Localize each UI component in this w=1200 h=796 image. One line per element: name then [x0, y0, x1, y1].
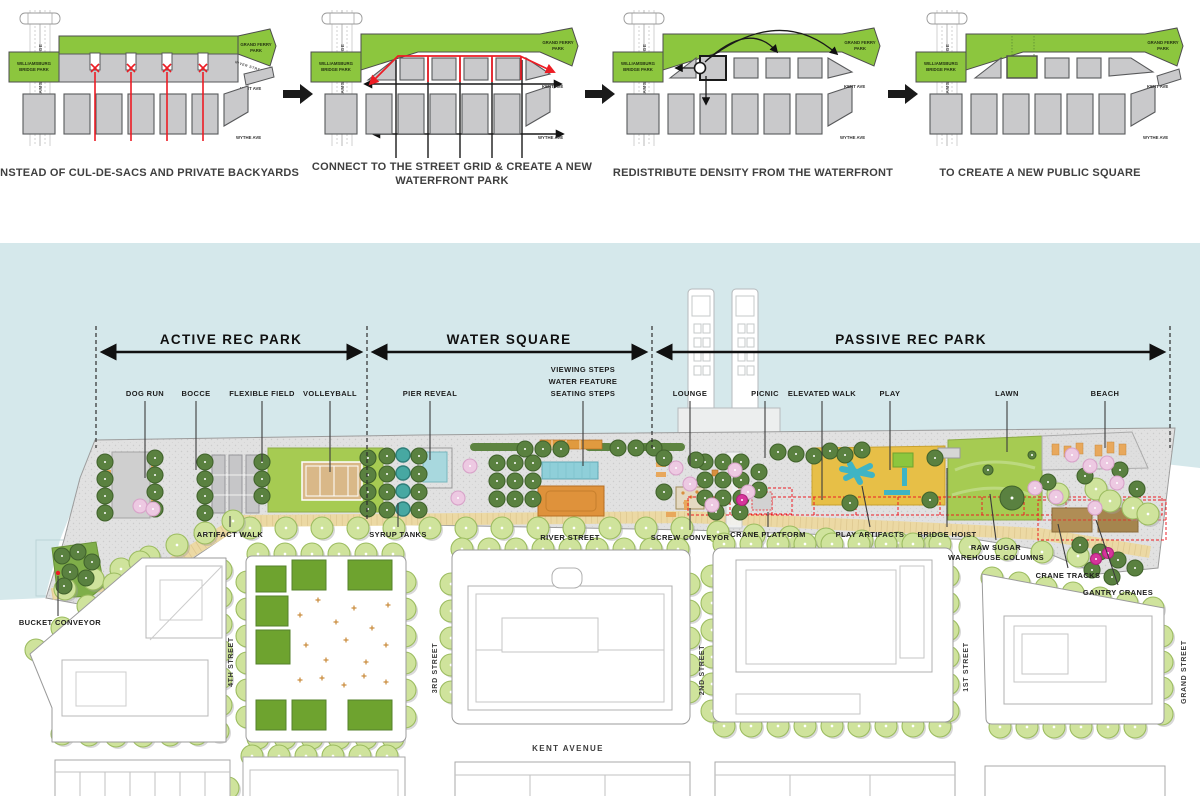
caption-1: INSTEAD OF CUL-DE-SACS AND PRIVATE BACKY… — [0, 167, 299, 179]
svg-text:WYTHE AVE: WYTHE AVE — [538, 135, 563, 140]
block-buildings — [61, 559, 1153, 717]
label-water-feature: WATER FEATURE — [549, 377, 618, 386]
label-1st-street: 1ST STREET — [963, 642, 970, 691]
label-elevated-walk: ELEVATED WALK — [788, 389, 856, 398]
square-planters — [255, 559, 393, 731]
process-diagram-1: WILLIAMSBURG BRIDGE WILLIAMSBURG BRIDGE … — [8, 9, 277, 147]
svg-text:WILLIAMSBURG: WILLIAMSBURG — [319, 61, 354, 66]
svg-text:BRIDGE PARK: BRIDGE PARK — [623, 67, 654, 72]
svg-text:GRAND FERRY: GRAND FERRY — [844, 40, 875, 45]
label-play: PLAY — [880, 389, 901, 398]
cul-de-sac-notches — [89, 52, 209, 71]
feature-leader-lines — [144, 401, 1106, 500]
label-3rd-street: 3RD STREET — [432, 643, 439, 694]
svg-text:WYTHE AVE: WYTHE AVE — [1143, 135, 1168, 140]
bucket-conveyor-marker — [55, 570, 61, 576]
section-active-rec-park: ACTIVE REC PARK — [160, 332, 302, 347]
svg-text:WYTHE AVE: WYTHE AVE — [840, 135, 865, 140]
density-arrows — [674, 29, 839, 106]
syrup-tanks — [395, 447, 411, 517]
label-kent-avenue: KENT AVENUE — [532, 744, 604, 753]
svg-text:BRIDGE PARK: BRIDGE PARK — [926, 67, 957, 72]
label-pier-reveal: PIER REVEAL — [403, 389, 457, 398]
seating-deck — [537, 485, 605, 517]
label-lawn: LAWN — [995, 389, 1019, 398]
callout-leader-lines — [57, 468, 1119, 616]
label-grand-street: GRAND STREET — [1181, 640, 1188, 704]
label-2nd-street: 2ND STREET — [699, 645, 706, 696]
svg-text:WILLIAMSBURG: WILLIAMSBURG — [924, 61, 959, 66]
svg-text:WILLIAMSBURG: WILLIAMSBURG — [621, 61, 656, 66]
label-flexible-field: FLEXIBLE FIELD — [229, 389, 295, 398]
svg-text:PARK: PARK — [854, 46, 867, 51]
label-beach: BEACH — [1091, 389, 1120, 398]
step-arrow-2 — [585, 84, 615, 104]
label-crane-tracks: CRANE TRACKS — [1036, 571, 1101, 580]
label-dog-run: DOG RUN — [126, 389, 164, 398]
bocce-courts — [211, 454, 260, 514]
section-boundaries — [95, 326, 1171, 520]
svg-text:GRAND FERRY: GRAND FERRY — [542, 40, 573, 45]
screw-conveyor-artifact — [675, 486, 705, 510]
svg-text:BRIDGE PARK: BRIDGE PARK — [321, 67, 352, 72]
label-volleyball: VOLLEYBALL — [303, 389, 357, 398]
step-arrow-1 — [283, 84, 313, 104]
caption-2-line2: WATERFRONT PARK — [395, 175, 508, 187]
process-diagram-2: WILLIAMSBURG BRIDGE WILLIAMSBURG BRIDGE … — [310, 9, 579, 158]
label-gantry-cranes: GANTRY CRANES — [1083, 588, 1153, 597]
grand-ferry-label: GRAND FERRY — [240, 42, 271, 47]
svg-text:KENT AVE: KENT AVE — [844, 84, 865, 89]
cafe-tables — [297, 597, 391, 688]
label-screw-conveyor: SCREW CONVEYOR — [651, 533, 730, 542]
kent-ave-label: KENT AVE — [240, 86, 261, 91]
bridge-park-label: WILLIAMSBURG — [17, 61, 52, 66]
site-plan: ACTIVE REC PARK WATER SQUARE PASSIVE REC… — [0, 243, 1200, 796]
label-lounge: LOUNGE — [673, 389, 707, 398]
svg-text:BRIDGE PARK: BRIDGE PARK — [19, 67, 50, 72]
wythe-ave-label: WYTHE AVE — [236, 135, 261, 140]
flowering-trees-layer — [132, 447, 1125, 517]
svg-text:WAREHOUSE COLUMNS: WAREHOUSE COLUMNS — [948, 553, 1044, 562]
label-syrup-tanks: SYRUP TANKS — [369, 530, 426, 539]
new-public-square-block — [1006, 55, 1038, 79]
new-park-route — [368, 55, 556, 86]
bottom-partial-blocks — [54, 756, 1166, 796]
label-picnic: PICNIC — [751, 389, 779, 398]
label-crane-platform: CRANE PLATFORM — [730, 530, 805, 539]
magenta-trees-layer — [735, 493, 1115, 566]
step-arrow-3 — [888, 84, 918, 104]
lawn-area — [947, 435, 1043, 521]
label-seating-steps: SEATING STEPS — [551, 389, 616, 398]
label-4th-street: 4TH STREET — [228, 637, 235, 687]
dog-run-area — [111, 451, 151, 519]
process-diagram-3: WILLIAMSBURG BRIDGE WILLIAMSBURG BRIDGE … — [612, 9, 881, 147]
play-propeller-artifact — [839, 461, 875, 485]
label-viewing-steps: VIEWING STEPS — [551, 365, 615, 374]
east-river-water — [0, 243, 1200, 600]
svg-text:PARK: PARK — [250, 48, 263, 53]
label-raw-sugar: RAW SUGAR — [971, 543, 1021, 552]
svg-text:PARK: PARK — [1157, 46, 1170, 51]
svg-text:PARK: PARK — [552, 46, 565, 51]
label-bridge-hoist: BRIDGE HOIST — [918, 530, 977, 539]
removed-culdesac-marks — [90, 63, 208, 141]
caption-4: TO CREATE A NEW PUBLIC SQUARE — [939, 167, 1140, 179]
section-passive-rec-park: PASSIVE REC PARK — [835, 332, 987, 347]
caption-2-line1: CONNECT TO THE STREET GRID & CREATE A NE… — [312, 161, 593, 173]
label-bucket-conveyor: BUCKET CONVEYOR — [19, 618, 101, 627]
park-trees-layer — [53, 439, 1146, 595]
svg-text:KENT AVE: KENT AVE — [542, 84, 563, 89]
label-river-street: RIVER STREET — [540, 533, 599, 542]
label-bocce: BOCCE — [181, 389, 210, 398]
svg-text:KENT AVE: KENT AVE — [1147, 84, 1168, 89]
section-water-square: WATER SQUARE — [447, 332, 572, 347]
label-artifact-walk: ARTIFACT WALK — [197, 530, 264, 539]
water-feature-pool — [541, 461, 599, 480]
label-play-artifacts: PLAY ARTIFACTS — [836, 530, 905, 539]
caption-3: REDISTRIBUTE DENSITY FROM THE WATERFRONT — [613, 167, 893, 179]
process-diagram-4: WILLIAMSBURG BRIDGE WILLIAMSBURG BRIDGE … — [915, 9, 1184, 147]
svg-text:GRAND FERRY: GRAND FERRY — [1147, 40, 1178, 45]
volleyball-court — [301, 461, 363, 501]
